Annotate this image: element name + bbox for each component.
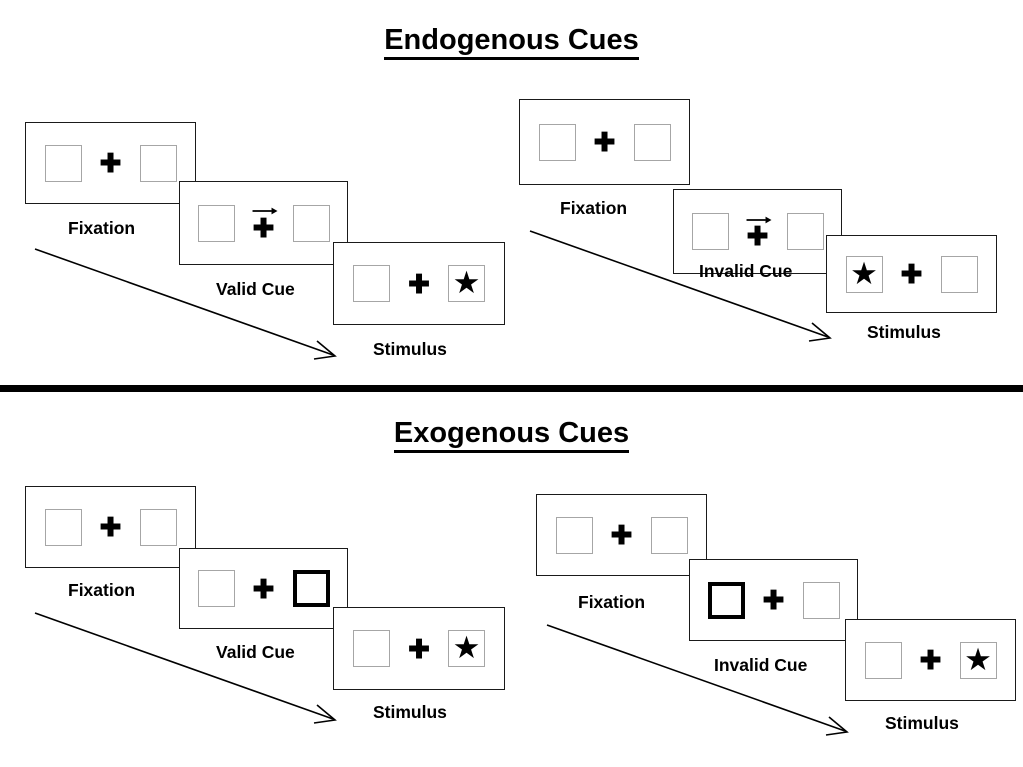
fixation-center: ✚ bbox=[757, 578, 791, 622]
fixation-cross-icon: ✚ bbox=[408, 633, 430, 664]
right-box bbox=[940, 255, 978, 293]
fixation-center: ✚ bbox=[94, 505, 128, 549]
frame-exogenous-valid-stimulus: ✚ ★ bbox=[333, 607, 505, 690]
caption-exogenous-invalid-stimulus: Stimulus bbox=[885, 713, 959, 733]
caption-endogenous-valid-cue: Valid Cue bbox=[216, 279, 295, 299]
left-box bbox=[864, 641, 902, 679]
right-box: ★ bbox=[959, 641, 997, 679]
frame-endogenous-valid-stimulus: ✚ ★ bbox=[333, 242, 505, 325]
fixation-center: ✚ bbox=[247, 201, 281, 245]
left-box bbox=[538, 123, 576, 161]
right-box bbox=[786, 213, 824, 250]
fixation-cross-icon: ✚ bbox=[762, 585, 785, 615]
fixation-cross-icon: ✚ bbox=[99, 148, 122, 178]
caption-exogenous-invalid-cue: Invalid Cue bbox=[714, 655, 808, 675]
frame-content: ✚ ★ bbox=[846, 638, 1015, 682]
frame-endogenous-valid-cue: ✚ bbox=[179, 181, 348, 265]
frame-content: ✚ bbox=[674, 210, 841, 254]
fixation-center: ✚ bbox=[402, 627, 436, 671]
section-divider bbox=[0, 385, 1023, 392]
right-box: ★ bbox=[448, 630, 485, 667]
arrow-right-icon bbox=[745, 211, 772, 228]
left-box bbox=[353, 630, 390, 667]
fixation-cross-icon: ✚ bbox=[919, 645, 942, 675]
fixation-cross-icon: ✚ bbox=[408, 268, 430, 299]
left-box-cued bbox=[707, 581, 745, 619]
fixation-cross-icon: ✚ bbox=[593, 127, 616, 157]
frame-content: ✚ bbox=[520, 120, 689, 164]
right-box bbox=[633, 123, 671, 161]
frame-content: ✚ ★ bbox=[334, 262, 504, 306]
left-box bbox=[555, 516, 593, 554]
fixation-cross-icon: ✚ bbox=[99, 512, 122, 542]
caption-exogenous-invalid-fixation: Fixation bbox=[578, 592, 646, 612]
section-title-exogenous-text: Exogenous Cues bbox=[393, 417, 630, 453]
frame-content: ✚ bbox=[26, 141, 195, 185]
right-box bbox=[650, 516, 688, 554]
caption-endogenous-valid-fixation: Fixation bbox=[68, 218, 136, 238]
right-box-cued bbox=[292, 570, 330, 607]
caption-endogenous-invalid-stimulus: Stimulus bbox=[867, 322, 941, 342]
star-icon: ★ bbox=[452, 265, 481, 300]
left-box bbox=[44, 508, 82, 546]
section-title-endogenous: Endogenous Cues bbox=[0, 24, 1023, 60]
right-box bbox=[139, 144, 177, 182]
frame-content: ✚ bbox=[537, 513, 706, 557]
frame-exogenous-invalid-cue: ✚ bbox=[689, 559, 858, 641]
caption-endogenous-invalid-fixation: Fixation bbox=[560, 198, 628, 218]
fixation-center: ✚ bbox=[247, 567, 281, 611]
frame-content: ✚ bbox=[180, 567, 347, 611]
frame-endogenous-invalid-fixation: ✚ bbox=[519, 99, 690, 185]
frame-content: ✚ ★ bbox=[334, 627, 504, 671]
frame-endogenous-invalid-cue: ✚ bbox=[673, 189, 842, 274]
section-title-endogenous-text: Endogenous Cues bbox=[384, 24, 639, 60]
star-icon: ★ bbox=[452, 630, 481, 665]
caption-exogenous-valid-stimulus: Stimulus bbox=[373, 702, 447, 722]
fixation-center: ✚ bbox=[895, 252, 929, 296]
frame-exogenous-invalid-fixation: ✚ bbox=[536, 494, 707, 576]
fixation-cross-icon: ✚ bbox=[252, 212, 275, 243]
right-box bbox=[802, 581, 840, 619]
frame-content: ★ ✚ bbox=[827, 252, 996, 296]
left-box bbox=[691, 213, 729, 250]
frame-content: ✚ bbox=[690, 578, 857, 622]
time-arrow-exogenous-invalid bbox=[545, 622, 855, 737]
left-box bbox=[353, 265, 390, 302]
right-box bbox=[139, 508, 177, 546]
time-arrow-endogenous-valid bbox=[33, 246, 343, 361]
caption-endogenous-valid-stimulus: Stimulus bbox=[373, 339, 447, 359]
fixation-center: ✚ bbox=[605, 513, 639, 557]
fixation-cross-icon: ✚ bbox=[900, 259, 923, 289]
fixation-cross-icon: ✚ bbox=[746, 221, 769, 251]
left-box bbox=[197, 570, 235, 607]
frame-content: ✚ bbox=[180, 201, 347, 245]
arrow-right-icon bbox=[251, 202, 278, 219]
frame-exogenous-invalid-stimulus: ✚ ★ bbox=[845, 619, 1016, 701]
fixation-center: ✚ bbox=[402, 262, 436, 306]
fixation-cross-icon: ✚ bbox=[610, 520, 633, 550]
right-box bbox=[292, 204, 330, 242]
right-box: ★ bbox=[448, 265, 485, 302]
caption-exogenous-valid-fixation: Fixation bbox=[68, 580, 136, 600]
frame-endogenous-invalid-stimulus: ★ ✚ bbox=[826, 235, 997, 313]
star-icon: ★ bbox=[850, 255, 878, 291]
left-box: ★ bbox=[845, 255, 883, 293]
left-box bbox=[44, 144, 82, 182]
caption-endogenous-invalid-cue: Invalid Cue bbox=[699, 261, 793, 281]
section-title-exogenous: Exogenous Cues bbox=[0, 417, 1023, 453]
caption-exogenous-valid-cue: Valid Cue bbox=[216, 642, 295, 662]
fixation-center: ✚ bbox=[94, 141, 128, 185]
time-arrow-endogenous-invalid bbox=[528, 228, 838, 343]
time-arrow-exogenous-valid bbox=[33, 610, 343, 725]
fixation-center: ✚ bbox=[914, 638, 948, 682]
fixation-cross-icon: ✚ bbox=[252, 573, 275, 604]
frame-exogenous-valid-fixation: ✚ bbox=[25, 486, 196, 568]
fixation-center: ✚ bbox=[588, 120, 622, 164]
frame-exogenous-valid-cue: ✚ bbox=[179, 548, 348, 629]
star-icon: ★ bbox=[964, 641, 992, 677]
fixation-center: ✚ bbox=[741, 210, 775, 254]
frame-endogenous-valid-fixation: ✚ bbox=[25, 122, 196, 204]
frame-content: ✚ bbox=[26, 505, 195, 549]
left-box bbox=[197, 204, 235, 242]
